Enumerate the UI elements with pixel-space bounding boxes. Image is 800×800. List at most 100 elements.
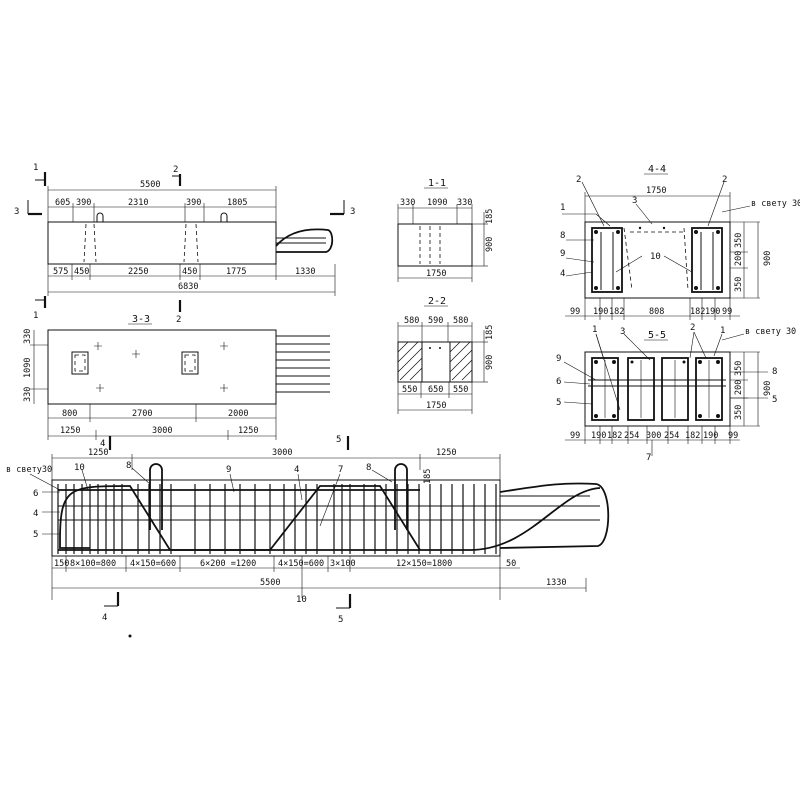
dim-s22-bottom-2: 650 xyxy=(428,385,443,395)
dim-reinf-sp-8: 50 xyxy=(506,559,516,569)
s44-callout-3: 3 xyxy=(632,196,637,206)
reinf-callout-6: 6 xyxy=(33,489,38,499)
s55-clear-note: в свету 30 xyxy=(745,327,796,337)
reinf-callout-7: 7 xyxy=(338,465,343,475)
dim-s44-bottom-5: 182 xyxy=(690,307,705,317)
reinf-callout-4-mid: 4 xyxy=(294,465,299,475)
s55-mark-8: 8 xyxy=(772,367,777,377)
plan-3-3-view: 3-3 330 1090 330 800 xyxy=(23,314,330,440)
dim-reinf-sp-2: 8×100=800 xyxy=(70,559,116,569)
section-mark-1-top: 1 xyxy=(33,163,38,173)
elevation-view: 1 2 3 3 5500 605 390 2310 390 1805 xyxy=(14,163,355,325)
dim-s44-right-2: 200 xyxy=(734,251,744,266)
dim-s55-bottom-2: 190 xyxy=(591,431,606,441)
dim-s55-right-total: 900 xyxy=(763,381,773,396)
s44-callout-1: 1 xyxy=(560,203,565,213)
s44-clear-note: в свету 30 xyxy=(751,199,800,209)
dim-plan-bottom2-2: 3000 xyxy=(152,426,172,436)
dim-s44-bottom-3: 182 xyxy=(609,307,624,317)
dim-s22-bottom-total: 1750 xyxy=(426,401,446,411)
dim-elev-bottom-1: 575 xyxy=(53,267,68,277)
section-mark-3-right: 3 xyxy=(350,207,355,217)
dim-s55-bottom-3: 182 xyxy=(607,431,622,441)
dim-s44-bottom-2: 190 xyxy=(593,307,608,317)
section-1-1-title: 1-1 xyxy=(428,178,446,189)
dim-plan-bottom2-3: 1250 xyxy=(238,426,258,436)
dim-reinf-sp-3: 4×150=600 xyxy=(130,559,176,569)
dim-s55-bottom-8: 190 xyxy=(703,431,718,441)
dim-s11-right-1: 185 xyxy=(485,209,495,224)
dim-reinf-top-1: 1250 xyxy=(88,448,108,458)
dim-elev-bottom-6: 1330 xyxy=(295,267,315,277)
dim-s22-bottom-1: 550 xyxy=(402,385,417,395)
s44-callout-10: 10 xyxy=(650,252,661,262)
dim-plan-bottom-3: 2000 xyxy=(228,409,248,419)
reinf-callout-9: 9 xyxy=(226,465,231,475)
dim-s22-right-2: 900 xyxy=(485,355,495,370)
s55-callout-6: 6 xyxy=(556,377,561,387)
stirrups xyxy=(57,484,497,554)
dim-s22-top-2: 590 xyxy=(428,316,443,326)
section-2-2-hatching xyxy=(397,341,473,381)
s44-callout-2-right: 2 xyxy=(722,175,727,185)
s44-callout-4: 4 xyxy=(560,269,565,279)
reinf-callout-8-left: 8 xyxy=(126,461,131,471)
dim-elev-top-1: 605 xyxy=(55,198,70,208)
dim-reinf-sp-5: 4×150=600 xyxy=(278,559,324,569)
reinf-hook-dim: 185 xyxy=(423,469,433,484)
reinf-mark-5-top: 5 xyxy=(336,435,341,445)
dim-plan-bottom-1: 800 xyxy=(62,409,77,419)
section-mark-1-bottom: 1 xyxy=(33,311,38,321)
dim-plan-left-1: 330 xyxy=(23,329,33,344)
s55-callout-1-left: 1 xyxy=(592,325,597,335)
dim-elev-top-5: 1805 xyxy=(227,198,247,208)
section-2-2-view: 2-2 580 590 580 185 xyxy=(397,296,495,414)
dim-s44-top: 1750 xyxy=(646,186,666,196)
dim-s22-top-1: 580 xyxy=(404,316,419,326)
dim-plan-left-2: 1090 xyxy=(23,358,33,378)
reinf-mark-4-bottom: 4 xyxy=(102,613,107,623)
dim-s44-right-total: 900 xyxy=(763,251,773,266)
dim-s11-top-3: 330 xyxy=(457,198,472,208)
dim-s55-bottom-1: 99 xyxy=(570,431,580,441)
dim-s55-bottom-9: 99 xyxy=(728,431,738,441)
dim-plan-bottom2-1: 1250 xyxy=(60,426,80,436)
dim-s55-bottom-6: 254 xyxy=(664,431,679,441)
reinf-mark-5-bottom: 5 xyxy=(338,615,343,625)
s55-callout-3: 3 xyxy=(620,327,625,337)
section-4-4-view: 4-4 1750 2 3 2 1 8 xyxy=(560,164,800,320)
dim-reinf-sp-7: 12×150=1800 xyxy=(396,559,452,569)
dim-reinf-sp-4: 6×200 =1200 xyxy=(200,559,256,569)
dim-reinf-overall-2: 1330 xyxy=(546,578,566,588)
dim-s44-bottom-1: 99 xyxy=(570,307,580,317)
dim-s55-bottom-5: 300 xyxy=(646,431,661,441)
dim-s55-right-2: 200 xyxy=(734,380,744,395)
dim-s11-top-1: 330 xyxy=(400,198,415,208)
dim-elev-overall-top: 5500 xyxy=(140,180,160,190)
s55-mark-7: 7 xyxy=(646,453,651,463)
dim-s55-bottom-7: 182 xyxy=(685,431,700,441)
dim-plan-left-3: 330 xyxy=(23,387,33,402)
section-4-4-title: 4-4 xyxy=(648,164,666,175)
s55-mark-5: 5 xyxy=(772,395,777,405)
dim-reinf-sp-1: 150 xyxy=(54,559,69,569)
s55-callout-1-right: 1 xyxy=(720,326,725,336)
dim-s22-top-3: 580 xyxy=(453,316,468,326)
s44-callout-8: 8 xyxy=(560,231,565,241)
dim-s55-bottom-4: 254 xyxy=(624,431,639,441)
dim-reinf-top-2: 3000 xyxy=(272,448,292,458)
dim-s44-right-3: 350 xyxy=(734,277,744,292)
plan-3-3-title: 3-3 xyxy=(132,314,150,325)
dim-s22-bottom-3: 550 xyxy=(453,385,468,395)
dim-elev-bottom-5: 1775 xyxy=(226,267,246,277)
dim-elev-bottom-2: 450 xyxy=(74,267,89,277)
dim-elev-overall-bottom: 6830 xyxy=(178,282,198,292)
dim-s55-right-3: 350 xyxy=(734,405,744,420)
section-2-2-title: 2-2 xyxy=(428,296,446,307)
dim-elev-top-4: 390 xyxy=(186,198,201,208)
dim-s44-bottom-4: 808 xyxy=(649,307,664,317)
reinf-mark-4-top: 4 xyxy=(100,439,105,449)
dim-elev-top-3: 2310 xyxy=(128,198,148,208)
reinf-clear-note: в свету30 xyxy=(6,465,52,475)
